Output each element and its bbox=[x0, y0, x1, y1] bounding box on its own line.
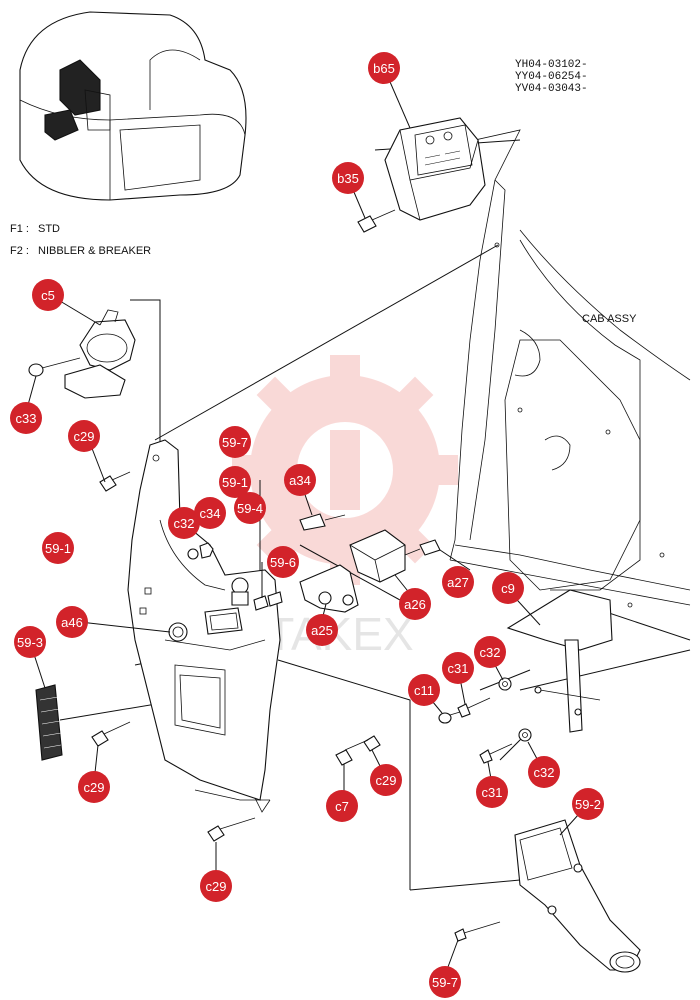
svg-text:c29: c29 bbox=[376, 773, 397, 788]
svg-text:c29: c29 bbox=[206, 879, 227, 894]
legend-key-f2: F2 : bbox=[10, 245, 29, 257]
svg-text:c34: c34 bbox=[200, 506, 221, 521]
svg-text:c5: c5 bbox=[41, 288, 55, 303]
svg-text:59-3: 59-3 bbox=[17, 635, 43, 650]
monitor-panel bbox=[384, 117, 486, 221]
callout-c5[interactable]: c5 bbox=[32, 279, 64, 311]
clip-59-6 bbox=[253, 591, 283, 611]
callout-a27[interactable]: a27 bbox=[442, 566, 474, 598]
callout-59-4[interactable]: 59-4 bbox=[234, 492, 266, 524]
svg-text:a46: a46 bbox=[61, 615, 83, 630]
screw-c11 bbox=[438, 711, 461, 724]
callout-59-6[interactable]: 59-6 bbox=[267, 546, 299, 578]
svg-text:c32: c32 bbox=[534, 765, 555, 780]
bolt-c29-right bbox=[344, 735, 381, 752]
callout-b65[interactable]: b65 bbox=[368, 52, 400, 84]
hinge-bracket bbox=[506, 589, 613, 733]
model-code-3: YV04-03043- bbox=[515, 83, 588, 95]
callout-c31-lower[interactable]: c31 bbox=[476, 776, 508, 808]
svg-text:59-6: 59-6 bbox=[270, 555, 296, 570]
region-label-cab-assy: CAB ASSY bbox=[582, 313, 637, 325]
callout-c11[interactable]: c11 bbox=[408, 674, 440, 706]
callout-59-7-upper[interactable]: 59-7 bbox=[219, 426, 251, 458]
callout-c29-top[interactable]: c29 bbox=[68, 420, 100, 452]
callout-59-2[interactable]: 59-2 bbox=[572, 788, 604, 820]
washer-c32 bbox=[187, 548, 199, 560]
callout-a46[interactable]: a46 bbox=[56, 606, 88, 638]
callout-a26[interactable]: a26 bbox=[399, 588, 431, 620]
model-code-2: YY04-06254- bbox=[515, 71, 588, 83]
vent-grille bbox=[35, 684, 63, 761]
svg-text:59-7: 59-7 bbox=[222, 435, 248, 450]
callout-a34[interactable]: a34 bbox=[284, 464, 316, 496]
callout-a25[interactable]: a25 bbox=[306, 614, 338, 646]
callout-c29-bottom[interactable]: c29 bbox=[200, 870, 232, 902]
callout-59-1-left[interactable]: 59-1 bbox=[42, 532, 74, 564]
cab-overview-inset bbox=[19, 11, 247, 201]
svg-text:c32: c32 bbox=[480, 645, 501, 660]
legend-label-f2: NIBBLER & BREAKER bbox=[38, 245, 151, 257]
watermark-gear-icon bbox=[232, 355, 458, 585]
svg-text:c33: c33 bbox=[16, 411, 37, 426]
callout-c31-upper[interactable]: c31 bbox=[442, 652, 474, 684]
callout-c9[interactable]: c9 bbox=[492, 572, 524, 604]
svg-text:59-1: 59-1 bbox=[222, 475, 248, 490]
screw-59-7-lower bbox=[454, 921, 501, 942]
callouts: b65 b35 c5 c33 c29 59-7 59-1 59-4 a34 c3… bbox=[10, 52, 604, 998]
svg-text:c32: c32 bbox=[174, 516, 195, 531]
svg-text:a25: a25 bbox=[311, 623, 333, 638]
svg-text:59-7: 59-7 bbox=[432, 975, 458, 990]
callout-59-3[interactable]: 59-3 bbox=[14, 626, 46, 658]
svg-text:59-2: 59-2 bbox=[575, 797, 601, 812]
svg-text:c31: c31 bbox=[448, 661, 469, 676]
callout-59-1-upper[interactable]: 59-1 bbox=[219, 466, 251, 498]
callout-c32-upper[interactable]: c32 bbox=[474, 636, 506, 668]
callout-c33[interactable]: c33 bbox=[10, 402, 42, 434]
clip-c7 bbox=[335, 749, 353, 766]
svg-text:a34: a34 bbox=[289, 473, 311, 488]
legend-key-f1: F1 : bbox=[10, 223, 29, 235]
bracket-assembly bbox=[299, 513, 441, 613]
air-duct bbox=[514, 819, 641, 973]
washer-c32-lower bbox=[518, 728, 532, 742]
washer-c32-upper bbox=[498, 677, 512, 691]
svg-text:c11: c11 bbox=[414, 683, 434, 698]
callout-59-7-lower[interactable]: 59-7 bbox=[429, 966, 461, 998]
bolt-c29-left bbox=[91, 721, 131, 747]
bolt-b35 bbox=[357, 209, 396, 233]
callout-c32-panel[interactable]: c32 bbox=[168, 507, 200, 539]
callout-c34[interactable]: c34 bbox=[194, 497, 226, 529]
cab-assembly bbox=[429, 129, 691, 608]
model-codes: YH04-03102- YY04-06254- YV04-03043- bbox=[515, 59, 588, 95]
svg-text:c29: c29 bbox=[84, 780, 105, 795]
svg-text:59-4: 59-4 bbox=[237, 501, 263, 516]
callout-c7[interactable]: c7 bbox=[326, 790, 358, 822]
callout-c32-lower[interactable]: c32 bbox=[528, 756, 560, 788]
svg-text:a27: a27 bbox=[447, 575, 469, 590]
svg-text:59-1: 59-1 bbox=[45, 541, 71, 556]
svg-text:c29: c29 bbox=[74, 429, 95, 444]
legend: F1 : STD F2 : NIBBLER & BREAKER bbox=[10, 223, 151, 257]
bolt-c29-bottom bbox=[207, 817, 256, 842]
bolt-c31-lower bbox=[479, 743, 513, 764]
legend-label-f1: STD bbox=[38, 223, 60, 235]
callout-c29-right[interactable]: c29 bbox=[370, 764, 402, 796]
svg-text:b35: b35 bbox=[337, 171, 359, 186]
svg-text:c31: c31 bbox=[482, 785, 503, 800]
svg-text:c9: c9 bbox=[501, 581, 515, 596]
screw-c33 bbox=[28, 357, 81, 377]
cup-holder bbox=[64, 309, 136, 399]
callout-b35[interactable]: b35 bbox=[332, 162, 364, 194]
bolt-c31-upper bbox=[457, 697, 491, 718]
callout-c29-left[interactable]: c29 bbox=[78, 771, 110, 803]
nut-c34 bbox=[199, 542, 214, 559]
watermark-text: TAKEX bbox=[266, 608, 413, 660]
svg-text:c7: c7 bbox=[335, 799, 349, 814]
svg-text:a26: a26 bbox=[404, 597, 426, 612]
model-code-1: YH04-03102- bbox=[515, 59, 588, 71]
svg-text:b65: b65 bbox=[373, 61, 395, 76]
